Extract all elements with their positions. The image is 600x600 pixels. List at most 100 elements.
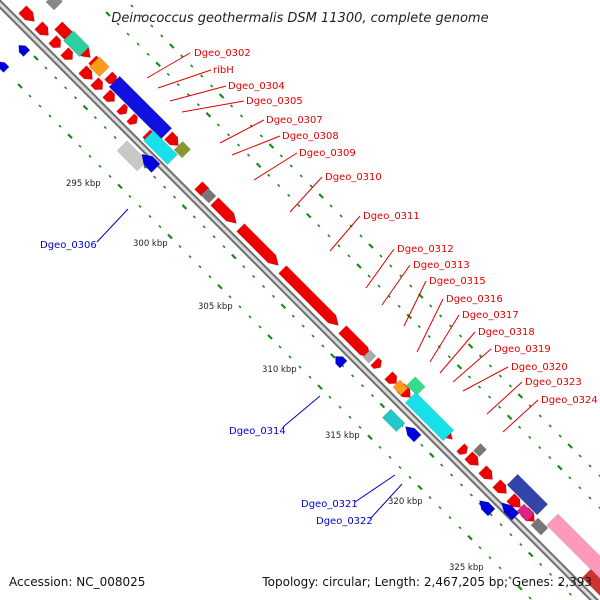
label-leader-lines — [96, 52, 539, 520]
tick-dot — [478, 546, 482, 550]
gene-label-dgeo-0322[interactable]: Dgeo_0322 — [316, 516, 373, 527]
forward-gene-arrow[interactable] — [90, 77, 104, 91]
gene-label-dgeo-0305[interactable]: Dgeo_0305 — [246, 96, 303, 107]
tick-dot — [420, 443, 424, 447]
gene-label-dgeo-0307[interactable]: Dgeo_0307 — [266, 115, 323, 126]
forward-gene-arrow[interactable] — [126, 113, 139, 126]
tick-dot — [299, 174, 303, 178]
gene-label-dgeo-0304[interactable]: Dgeo_0304 — [228, 81, 285, 92]
forward-gene-arrow[interactable] — [78, 65, 93, 80]
feature-box-gray[interactable] — [530, 517, 549, 536]
tick-dot — [226, 133, 231, 137]
feature-box-teal[interactable] — [62, 30, 90, 58]
reverse-gene-arrow[interactable] — [18, 44, 31, 57]
forward-gene-arrow[interactable] — [34, 21, 49, 36]
tick-dot — [308, 375, 312, 379]
feature-box-orange[interactable] — [88, 56, 110, 78]
forward-gene-arrow[interactable] — [370, 357, 383, 370]
forward-gene-arrow[interactable] — [506, 493, 521, 508]
accession-text: Accession: NC_008025 — [9, 575, 145, 589]
gene-label-dgeo-0316[interactable]: Dgeo_0316 — [446, 294, 503, 305]
gene-label-dgeo-0324[interactable]: Dgeo_0324 — [541, 395, 598, 406]
tick-labels: 295 kbp 300 kbp 305 kbp 310 kbp 315 kbp … — [66, 179, 484, 573]
tick-dot — [172, 195, 177, 199]
tick-dot — [557, 464, 563, 471]
tick-dot — [178, 245, 182, 249]
reverse-gene-arrow[interactable] — [0, 61, 10, 73]
tick-dot — [388, 455, 392, 459]
feature-box-red[interactable] — [581, 568, 600, 597]
tick-dot — [148, 214, 152, 219]
tick-dot — [409, 284, 413, 288]
gene-label-dgeo-0308[interactable]: Dgeo_0308 — [282, 131, 339, 142]
tick-dot — [262, 284, 266, 288]
reverse-gene-arrow[interactable] — [335, 356, 348, 369]
feature-box-gray[interactable] — [472, 443, 487, 458]
feature-box-magenta[interactable] — [516, 503, 535, 522]
reverse-gene-arrow[interactable] — [500, 502, 520, 521]
feature-box-teal[interactable] — [381, 408, 406, 433]
gene-label-dgeo-0323[interactable]: Dgeo_0323 — [525, 377, 582, 388]
forward-gene-arrow[interactable] — [60, 47, 74, 61]
gene-label-dgeo-0302[interactable]: Dgeo_0302 — [194, 48, 251, 59]
forward-gene-arrow[interactable] — [102, 89, 116, 103]
tick-dot — [192, 215, 196, 219]
gene-label-dgeo-0318[interactable]: Dgeo_0318 — [478, 327, 535, 338]
tick-dot — [258, 325, 262, 329]
tick-dot — [440, 463, 444, 467]
map-title: Deinococcus geothermalis DSM 11300, comp… — [111, 11, 488, 26]
feature-box-orange[interactable] — [392, 379, 409, 396]
gene-label-dgeo-0310[interactable]: Dgeo_0310 — [325, 172, 382, 183]
forward-gene-arrow[interactable] — [492, 479, 507, 494]
tick-dot — [327, 234, 331, 238]
feature-box-navy[interactable] — [506, 473, 549, 516]
tick-dot — [598, 474, 600, 478]
forward-gene-arrow[interactable] — [456, 443, 469, 456]
feature-box-gray[interactable] — [200, 187, 217, 204]
tick-dot — [167, 233, 173, 240]
tick-dot — [417, 484, 423, 491]
feature-box-pink[interactable] — [546, 513, 600, 581]
forward-gene-arrow[interactable] — [236, 223, 279, 266]
tick-dot — [548, 456, 552, 460]
reverse-gene-arrow[interactable] — [479, 500, 496, 517]
forward-gene-arrow[interactable] — [18, 5, 35, 22]
forward-gene-arrow[interactable] — [164, 131, 179, 146]
gene-label-dgeo-0319[interactable]: Dgeo_0319 — [494, 344, 551, 355]
forward-gene-arrow[interactable] — [464, 451, 479, 466]
tick-dot — [568, 476, 572, 480]
gene-label-dgeo-0314[interactable]: Dgeo_0314 — [229, 426, 286, 437]
forward-gene-arrow[interactable] — [210, 197, 237, 224]
feature-box-olive[interactable] — [173, 140, 192, 159]
gene-label-dgeo-0313[interactable]: Dgeo_0313 — [413, 260, 470, 271]
gene-label-dgeo-0309[interactable]: Dgeo_0309 — [299, 148, 356, 159]
forward-gene-arrow[interactable] — [48, 35, 62, 49]
gene-label-dgeo-0321[interactable]: Dgeo_0321 — [301, 499, 358, 510]
gene-label-dgeo-0315[interactable]: Dgeo_0315 — [429, 276, 486, 287]
gene-label-dgeo-0317[interactable]: Dgeo_0317 — [462, 310, 519, 321]
gene-label-dgeo-0306[interactable]: Dgeo_0306 — [40, 240, 97, 251]
tick-dot — [489, 513, 493, 517]
leader-line — [403, 280, 427, 327]
tick-dot — [458, 526, 462, 530]
reverse-gene-arrow[interactable] — [141, 153, 161, 173]
tick-dot — [347, 254, 351, 258]
feature-box-cyan[interactable] — [404, 391, 455, 442]
feature-box-cyan[interactable] — [143, 130, 178, 165]
tick-dot — [439, 314, 443, 318]
forward-gene-arrow[interactable] — [278, 265, 339, 326]
tick-dot — [548, 424, 552, 428]
gene-label-ribh[interactable]: ribH — [213, 65, 234, 76]
feature-box-blue[interactable] — [108, 75, 173, 140]
gene-label-dgeo-0311[interactable]: Dgeo_0311 — [363, 211, 420, 222]
forward-gene-arrow[interactable] — [384, 371, 398, 385]
gene-label-dgeo-0320[interactable]: Dgeo_0320 — [511, 362, 568, 373]
forward-gene-arrow[interactable] — [116, 103, 129, 116]
forward-gene-arrow[interactable] — [478, 465, 493, 480]
feature-box-lightgray[interactable] — [116, 140, 148, 172]
gene-label-dgeo-0312[interactable]: Dgeo_0312 — [397, 244, 454, 255]
tick-dot — [330, 353, 336, 359]
feature-box-gray[interactable] — [362, 349, 377, 364]
feature-box-gray[interactable] — [45, 0, 63, 11]
reverse-gene-arrow[interactable] — [405, 426, 422, 443]
